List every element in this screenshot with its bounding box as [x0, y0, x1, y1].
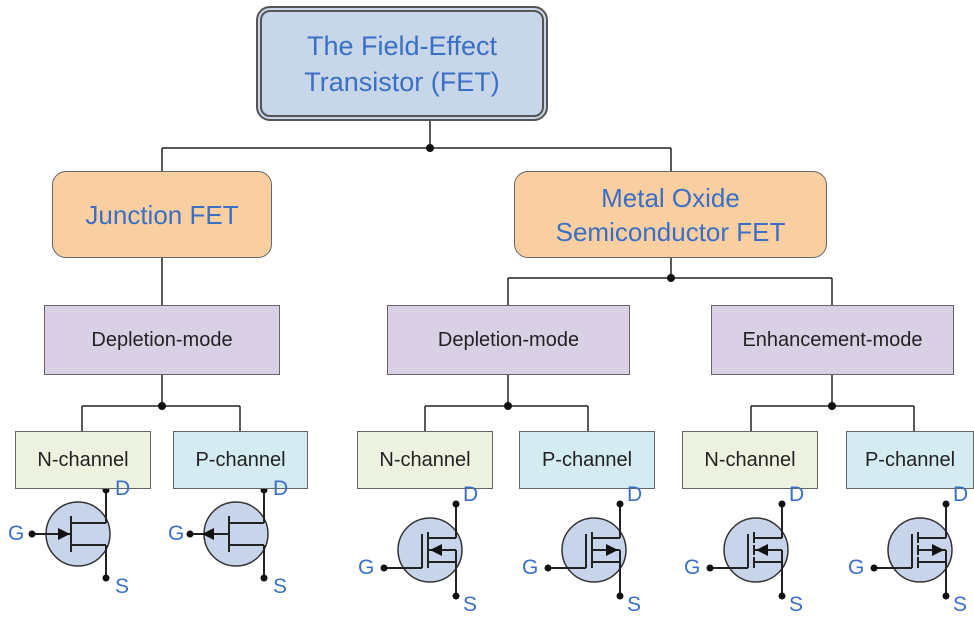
terminal-source-label: S: [953, 593, 968, 616]
terminal-gate-label: G: [684, 556, 701, 579]
jfet-n-channel-symbol-icon: [28, 486, 111, 582]
mosfet-enhancement-p-channel-label: P-channel: [864, 448, 956, 471]
jfet-n-channel-label: N-channel: [37, 448, 129, 471]
terminal-drain-label: D: [115, 477, 131, 500]
junction-dot: [158, 402, 166, 410]
junction-fet-box: Junction FET: [52, 171, 272, 258]
junction-dot: [828, 402, 836, 410]
title-box: The Field-Effect Transistor (FET): [256, 6, 548, 121]
mosfet-enhancement-p-channel-symbol-icon: [870, 500, 953, 600]
mosfet-depletion-mode-label: Depletion-mode: [437, 328, 580, 351]
title-text: The Field-Effect Transistor (FET): [304, 30, 500, 97]
mosfet-enhancement-n-channel-box: N-channel: [682, 431, 818, 489]
terminal-source-label: S: [463, 593, 478, 616]
mosfet-label: Metal Oxide Semiconductor FET: [555, 182, 786, 247]
junction-dot: [667, 274, 675, 282]
mosfet-enhancement-n-channel-label: N-channel: [704, 448, 796, 471]
jfet-depletion-mode-label: Depletion-mode: [91, 328, 233, 351]
mosfet-depletion-mode-box: Depletion-mode: [387, 305, 630, 375]
mosfet-enhancement-mode-label: Enhancement-mode: [742, 328, 923, 351]
mosfet-depletion-n-channel-symbol-icon: [380, 500, 463, 600]
terminal-source-label: S: [273, 575, 288, 598]
mosfet-depletion-n-channel-label: N-channel: [379, 448, 471, 471]
terminal-drain-label: D: [789, 483, 805, 506]
jfet-depletion-mode-box: Depletion-mode: [44, 305, 280, 375]
terminal-gate-label: G: [848, 556, 865, 579]
mosfet-enhancement-n-channel-symbol-icon: [706, 500, 789, 600]
mosfet-enhancement-mode-box: Enhancement-mode: [711, 305, 954, 375]
terminal-drain-label: D: [953, 483, 969, 506]
terminal-gate-label: G: [168, 522, 185, 545]
mosfet-depletion-p-channel-box: P-channel: [519, 431, 655, 489]
mosfet-box: Metal Oxide Semiconductor FET: [514, 171, 827, 258]
jfet-n-channel-box: N-channel: [15, 431, 151, 489]
terminal-source-label: S: [789, 593, 804, 616]
jfet-p-channel-label: P-channel: [195, 448, 286, 471]
junction-dot: [426, 144, 434, 152]
terminal-gate-label: G: [358, 556, 375, 579]
junction-fet-label: Junction FET: [85, 199, 239, 230]
terminal-drain-label: D: [273, 477, 289, 500]
junction-dot: [504, 402, 512, 410]
mosfet-depletion-n-channel-box: N-channel: [357, 431, 493, 489]
terminal-gate-label: G: [522, 556, 539, 579]
terminal-source-label: S: [115, 575, 130, 598]
terminal-source-label: S: [627, 593, 642, 616]
terminal-drain-label: D: [627, 483, 643, 506]
mosfet-depletion-p-channel-label: P-channel: [541, 448, 633, 471]
jfet-p-channel-box: P-channel: [173, 431, 308, 489]
jfet-p-channel-symbol-icon: [186, 486, 269, 582]
terminal-drain-label: D: [463, 483, 479, 506]
mosfet-enhancement-p-channel-box: P-channel: [846, 431, 974, 489]
terminal-gate-label: G: [8, 522, 25, 545]
mosfet-depletion-p-channel-symbol-icon: [544, 500, 627, 600]
